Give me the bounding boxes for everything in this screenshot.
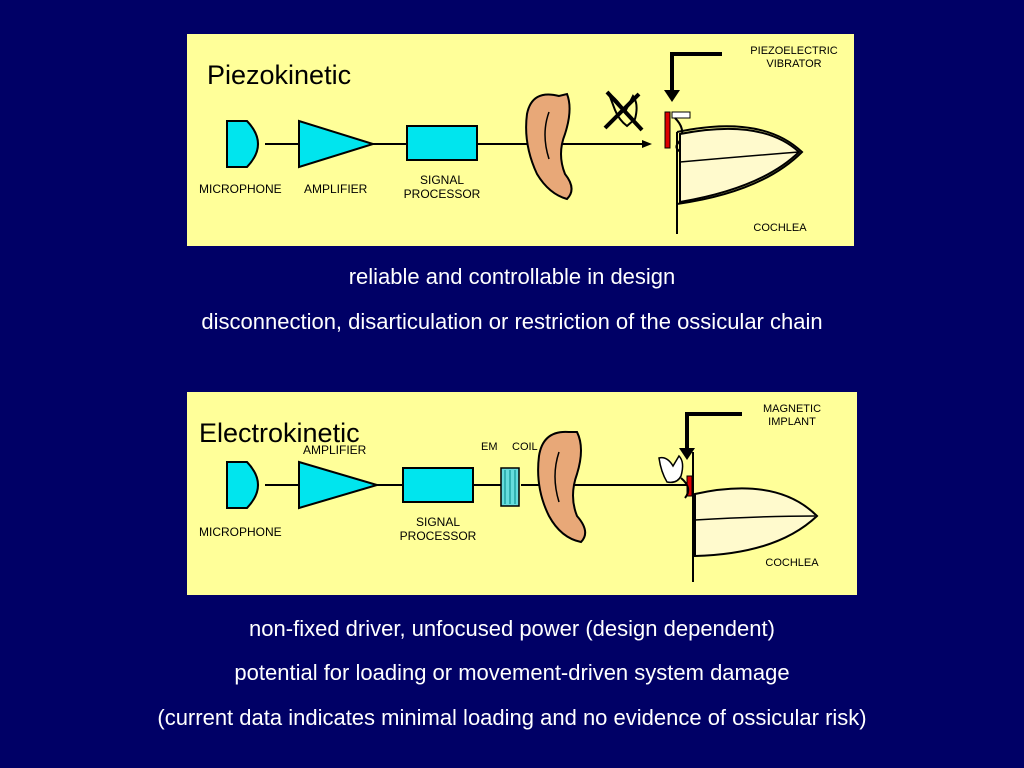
microphone-label: MICROPHONE [199, 525, 282, 539]
implant-pointer-arrowhead [679, 448, 695, 460]
cochlea-partition [694, 515, 816, 521]
amplifier-label: AMPLIFIER [304, 182, 368, 196]
amplifier-label: AMPLIFIER [303, 443, 367, 457]
cochlea-partition [679, 151, 800, 163]
outer-ear-icon [525, 92, 573, 201]
cochlea-icon [679, 127, 801, 204]
vibrator-label-line2: VIBRATOR [766, 58, 821, 70]
vibrator-clip-icon [671, 111, 691, 119]
ear-fold-detail [554, 451, 560, 503]
electro-caption-1: non-fixed driver, unfocused power (desig… [249, 616, 775, 641]
piezokinetic-diagram: Piezokinetic MICROPHONE AMPLIFIER SIGNAL… [199, 45, 838, 234]
ossicle-icon [658, 454, 684, 484]
piezo-caption-2: disconnection, disarticulation or restri… [201, 309, 823, 334]
stapes-icon [680, 477, 690, 499]
amplifier-icon [298, 119, 377, 169]
electrokinetic-panel: Electrokinetic AMPLIFIER MICROPHONE SIGN… [187, 392, 857, 595]
microphone-icon [226, 461, 259, 509]
signal-processor-label-line1: SIGNAL [416, 515, 460, 529]
vibrator-pointer-arrowhead [664, 90, 680, 102]
piezoelectric-vibrator-icon [664, 111, 671, 149]
microphone-icon [226, 120, 259, 168]
cochlea-outline [676, 125, 804, 234]
electrokinetic-title: Electrokinetic [199, 418, 360, 448]
amplifier-icon [298, 460, 381, 510]
em-label: EM [481, 441, 498, 453]
signal-processor-label-line2: PROCESSOR [400, 529, 477, 543]
implant-label-line1: MAGNETIC [763, 403, 821, 415]
piezokinetic-panel: Piezokinetic MICROPHONE AMPLIFIER SIGNAL… [187, 34, 854, 246]
electro-caption-3: (current data indicates minimal loading … [157, 705, 867, 730]
implant-label-line2: IMPLANT [768, 416, 816, 428]
outer-ear-icon [537, 430, 587, 544]
cross-out-mark [605, 90, 644, 132]
cochlea-label: COCHLEA [753, 222, 807, 234]
vibrator-pointer-line [670, 52, 722, 92]
coil-label: COIL [512, 441, 538, 453]
signal-arrowhead [642, 140, 652, 148]
microphone-label: MICROPHONE [199, 182, 282, 196]
signal-processor-label-line2: PROCESSOR [404, 187, 481, 201]
piezokinetic-title: Piezokinetic [207, 60, 351, 90]
piezo-caption-1: reliable and controllable in design [348, 264, 676, 289]
ear-fold-detail [544, 111, 550, 160]
cochlea-icon [694, 487, 819, 558]
signal-processor-label-line1: SIGNAL [420, 173, 464, 187]
signal-processor-icon [402, 467, 474, 503]
cochlea-label: COCHLEA [765, 557, 819, 569]
electro-caption-2: potential for loading or movement-driven… [234, 660, 790, 685]
electrokinetic-diagram: Electrokinetic AMPLIFIER MICROPHONE SIGN… [199, 403, 821, 582]
vibrator-label-line1: PIEZOELECTRIC [750, 45, 837, 57]
implant-pointer-line [685, 412, 742, 450]
signal-processor-icon [406, 125, 478, 161]
